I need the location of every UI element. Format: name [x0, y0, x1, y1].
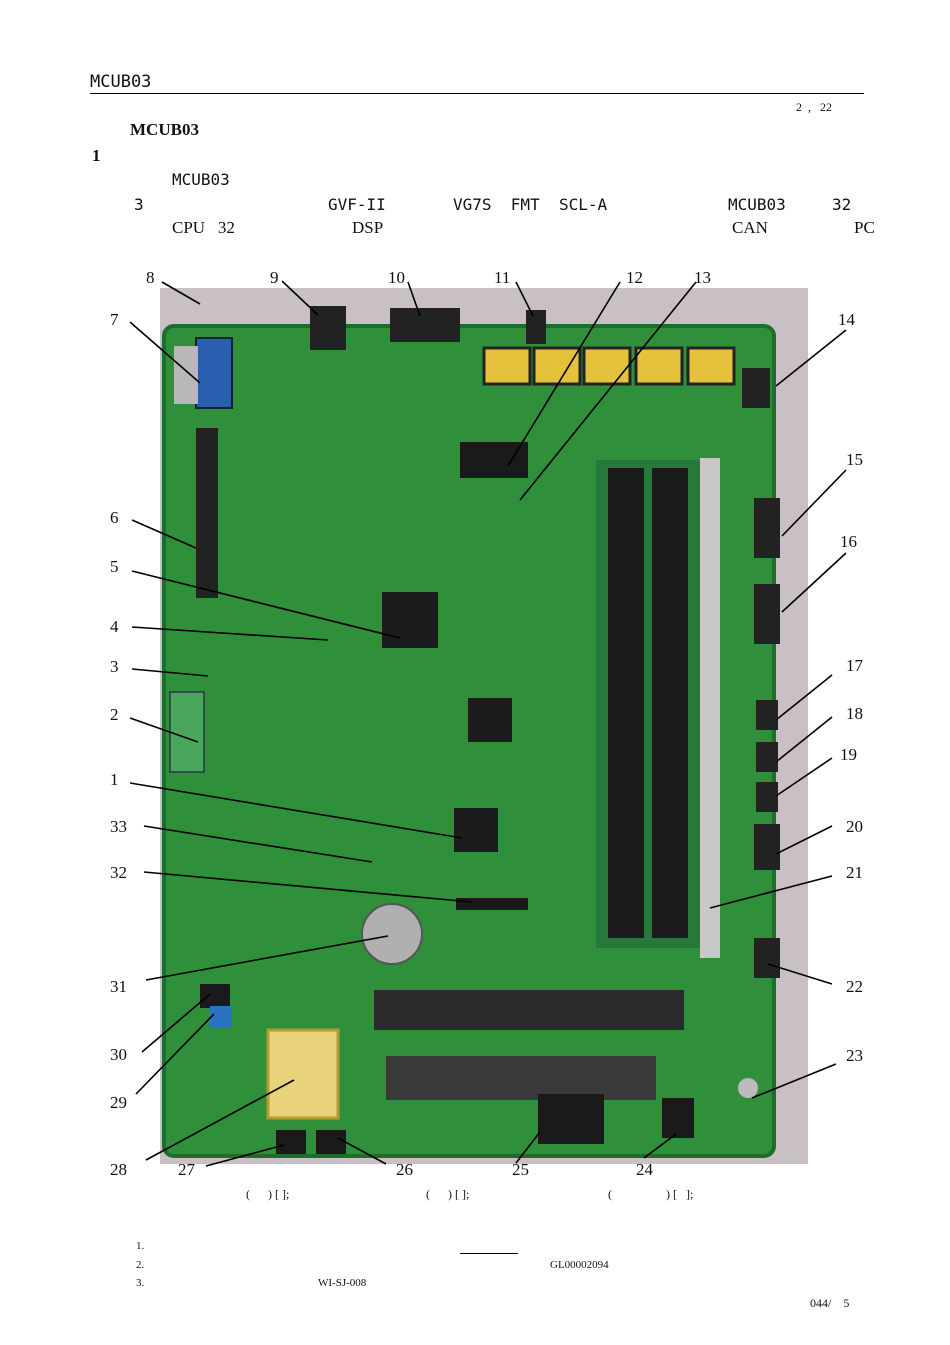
- callout-1: 1: [110, 770, 119, 789]
- callout-26: 26: [396, 1160, 413, 1179]
- intro-line3-b: DSP: [352, 218, 384, 237]
- intro-line2-c: VG7S FMT SCL-A: [453, 195, 608, 214]
- note-2: 2.: [136, 1259, 145, 1271]
- callout-16: 16: [840, 532, 857, 551]
- intro-line3-d: PC: [854, 218, 875, 237]
- page-info: 2 , 22: [796, 100, 832, 114]
- intro-line3-c: CAN: [732, 218, 768, 237]
- callout-22: 22: [846, 977, 863, 996]
- intro-line2-a: 3: [134, 195, 144, 214]
- callout-7: 7: [110, 310, 119, 329]
- callout-6: 6: [110, 508, 119, 527]
- callout-23: 23: [846, 1046, 863, 1065]
- callout-29: 29: [110, 1093, 127, 1112]
- callout-5: 5: [110, 557, 119, 576]
- callout-21: 21: [846, 863, 863, 882]
- intro-line3-a: CPU 32: [172, 218, 235, 237]
- callout-13: 13: [694, 268, 711, 287]
- header-doc-code: MCUB03: [90, 72, 152, 92]
- callout-24: 24: [636, 1160, 653, 1179]
- callout-32: 32: [110, 863, 127, 882]
- callout-8: 8: [146, 268, 155, 287]
- footer-page: 044/ 5: [810, 1296, 850, 1310]
- callout-19: 19: [840, 745, 857, 764]
- document-title: MCUB03: [130, 120, 199, 139]
- section-number: 1: [92, 146, 101, 165]
- callout-33: 33: [110, 817, 127, 836]
- note-2-code: GL00002094: [550, 1259, 609, 1271]
- callout-9: 9: [270, 268, 279, 287]
- callout-30: 30: [110, 1045, 127, 1064]
- callout-11: 11: [494, 268, 511, 287]
- callout-25: 25: [512, 1160, 529, 1179]
- caption-part2: ( ) [ ];: [426, 1187, 470, 1201]
- pcb-board-photo: [160, 288, 808, 1164]
- callout-3: 3: [110, 657, 119, 676]
- callout-20: 20: [846, 817, 863, 836]
- intro-line2-d: MCUB03: [728, 195, 786, 214]
- callout-18: 18: [846, 704, 863, 723]
- caption-part1: ( ) [ ];: [246, 1187, 290, 1201]
- callout-28: 28: [110, 1160, 127, 1179]
- note-1: 1.: [136, 1240, 145, 1252]
- note-underline: [460, 1253, 518, 1254]
- intro-line1: MCUB03: [172, 170, 230, 189]
- header-rule: [90, 93, 864, 94]
- callout-17: 17: [846, 656, 863, 675]
- callout-2: 2: [110, 705, 119, 724]
- note-3: 3.: [136, 1277, 145, 1289]
- callout-27: 27: [178, 1160, 195, 1179]
- note-3-code: WI-SJ-008: [318, 1277, 367, 1289]
- callout-12: 12: [626, 268, 643, 287]
- callout-15: 15: [846, 450, 863, 469]
- intro-line2-b: GVF-II: [328, 195, 386, 214]
- callout-4: 4: [110, 617, 119, 636]
- callout-31: 31: [110, 977, 127, 996]
- intro-line2-e: 32: [832, 195, 852, 214]
- caption-part3: ( ) [ ];: [608, 1187, 694, 1201]
- callout-10: 10: [388, 268, 405, 287]
- callout-14: 14: [838, 310, 855, 329]
